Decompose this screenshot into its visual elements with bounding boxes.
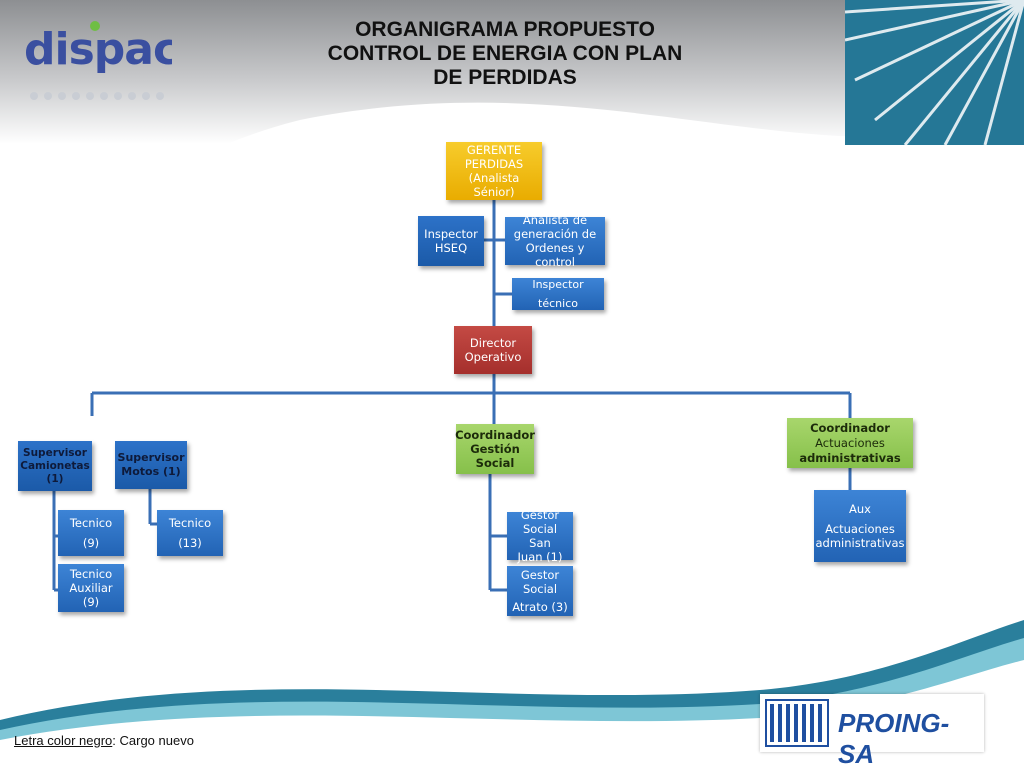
node-tecnico-9: Tecnico (9): [58, 510, 124, 556]
node-line: Gestión: [470, 442, 520, 456]
node-supervisor-camionetas: Supervisor Camionetas (1): [18, 441, 92, 491]
corner-decoration: [845, 0, 1024, 145]
node-line: (Analista Sénior): [468, 171, 520, 199]
node-line: técnico: [538, 297, 578, 310]
page-title: ORGANIGRAMA PROPUESTO CONTROL DE ENERGIA…: [300, 18, 710, 90]
node-line: generación de: [513, 227, 597, 241]
node-line: Director: [469, 336, 517, 350]
node-tecnico-13: Tecnico (13): [157, 510, 223, 556]
node-line: Operativo: [464, 350, 522, 364]
node-line: Tecnico: [168, 516, 212, 530]
node-line: Tecnico: [69, 516, 113, 530]
node-line: Supervisor: [117, 451, 185, 464]
node-line: Gestor: [520, 568, 560, 582]
footnote-label: Letra color negro: [14, 733, 113, 748]
node-line: Actuaciones: [825, 522, 895, 536]
node-line: Tecnico: [69, 567, 113, 581]
node-aux-actuaciones: Aux Actuaciones administrativas: [814, 490, 906, 562]
title-line-1: ORGANIGRAMA PROPUESTO: [355, 18, 655, 41]
node-line: Analista de: [522, 213, 588, 227]
node-coordinador-gestion-social: Coordinador Gestión Social: [455, 424, 535, 474]
title-line-2: CONTROL DE ENERGIA CON PLAN: [327, 42, 683, 65]
node-coordinador-actuaciones: Coordinador Actuaciones administrativas: [787, 418, 913, 468]
node-analista: Analista de generación de Ordenes y cont…: [505, 213, 605, 269]
proing-logo-mark: [765, 699, 829, 747]
node-line: Coordinador: [810, 420, 890, 435]
node-line: PERDIDAS: [464, 157, 524, 171]
node-line: Auxiliar: [69, 581, 113, 595]
node-line: HSEQ: [434, 241, 468, 255]
node-inspector-tecnico: Inspector técnico: [512, 278, 604, 310]
node-line: Motos (1): [121, 465, 181, 478]
node-gestor-social-san-juan: Gestor Social San Juan (1): [507, 508, 573, 564]
node-line: Atrato (3): [512, 600, 568, 614]
node-line: administrativas: [799, 450, 901, 465]
node-supervisor-motos: Supervisor Motos (1): [115, 441, 187, 489]
node-line: GERENTE: [466, 143, 522, 157]
node-line: Juan (1): [517, 550, 563, 564]
node-line: (9): [82, 595, 100, 609]
node-tecnico-auxiliar: Tecnico Auxiliar (9): [58, 564, 124, 612]
node-line: Social: [522, 582, 558, 596]
node-line: Social San: [522, 522, 558, 550]
legend-footnote: Letra color negro: Cargo nuevo: [14, 733, 194, 748]
node-line: (1): [46, 472, 64, 485]
node-line: Gestor: [520, 508, 560, 522]
node-inspector-hseq: Inspector HSEQ: [418, 216, 484, 266]
svg-text:dispac: dispac: [24, 24, 172, 75]
node-line: Ordenes y control: [525, 241, 585, 269]
node-line: Actuaciones: [815, 435, 885, 450]
node-line: Inspector: [532, 278, 584, 291]
node-line: Coordinador: [455, 428, 535, 442]
node-gerente-perdidas: GERENTE PERDIDAS (Analista Sénior): [446, 142, 542, 200]
title-line-3: DE PERDIDAS: [433, 66, 577, 89]
node-line: Social: [475, 456, 515, 470]
node-line: Aux: [849, 502, 871, 516]
dispac-logo: dispac: [22, 12, 179, 104]
node-line: Inspector: [424, 227, 478, 241]
node-line: Supervisor: [23, 446, 87, 459]
proing-logo-text: PROING-SA: [838, 708, 950, 769]
node-gestor-social-atrato: Gestor Social Atrato (3): [507, 566, 573, 616]
node-line: (13): [178, 536, 202, 550]
proing-logo: PROING-SA: [760, 694, 984, 769]
node-line: Camionetas: [20, 459, 90, 472]
dispac-logo-mark: dispac: [24, 21, 179, 100]
node-director-operativo: Director Operativo: [454, 326, 532, 374]
node-line: (9): [82, 536, 100, 550]
footnote-text: : Cargo nuevo: [112, 733, 194, 748]
node-line: administrativas: [815, 536, 905, 550]
